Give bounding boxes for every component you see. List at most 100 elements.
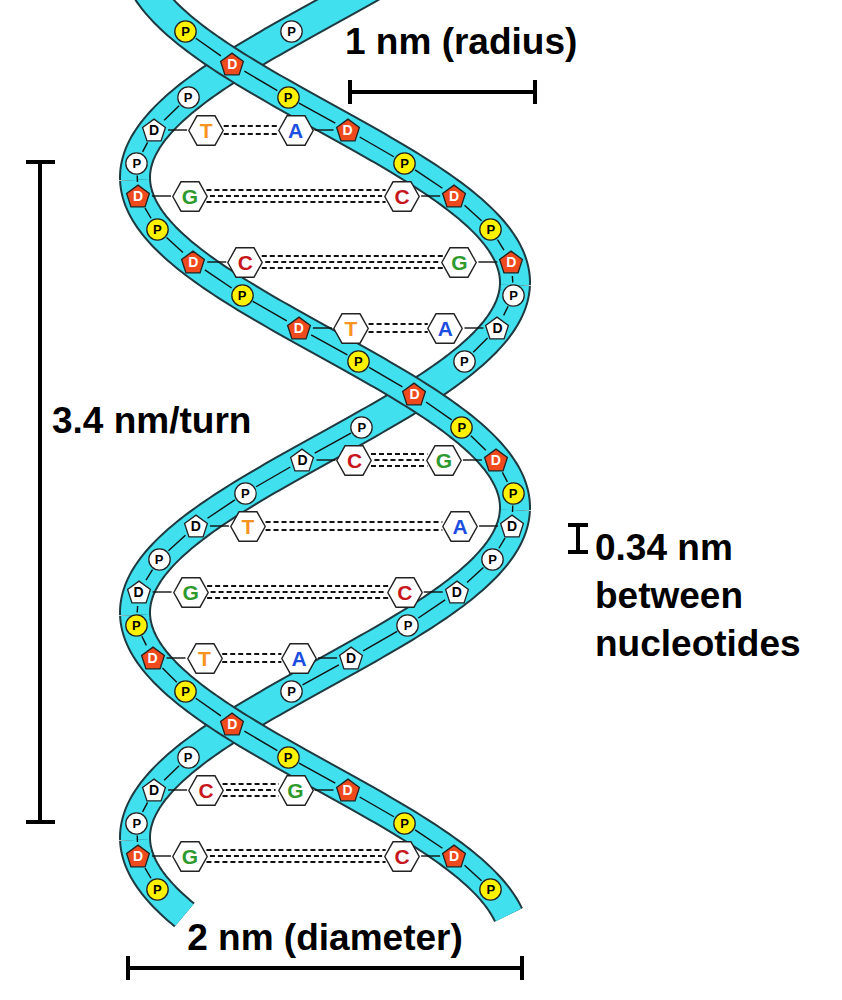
hexagon-outline <box>442 247 476 276</box>
base-letter: T <box>344 318 357 339</box>
dimension-label: 0.34 nm between nucleotides <box>595 524 835 668</box>
base-hexagon: T <box>333 313 369 344</box>
sugar-pentagon: D <box>484 315 510 341</box>
sugar-label: D <box>342 123 352 137</box>
base-link <box>478 261 497 262</box>
base-hexagon: G <box>426 445 462 476</box>
pentagon-outline <box>501 515 524 537</box>
phosphate-label: P <box>400 817 409 830</box>
hexagon-outline <box>187 643 221 672</box>
backbone-bond <box>137 175 139 182</box>
base-letter: G <box>182 846 198 867</box>
base-link <box>152 855 171 856</box>
hexagon-outline <box>173 577 207 606</box>
radius-bar <box>350 80 535 104</box>
hexagon-outline <box>337 445 371 474</box>
hydrogen-bonds <box>222 654 281 662</box>
sugar-pentagon: D <box>126 579 152 605</box>
dimension-label: 3.4 nm/turn <box>52 399 251 443</box>
sugar-pentagon: D <box>498 249 524 275</box>
hydrogen-bonds <box>206 850 385 862</box>
phosphate-label: P <box>287 25 296 38</box>
circle-outline <box>348 350 369 371</box>
ribbon-outline <box>135 615 508 915</box>
base-link <box>168 789 187 790</box>
phosphate-circle: P <box>347 350 370 373</box>
phosphate-label: P <box>460 355 469 368</box>
circle-outline <box>235 482 256 503</box>
base-hexagon: G <box>278 775 314 806</box>
base-link <box>315 129 334 130</box>
base-link <box>316 459 335 460</box>
base-link <box>210 525 229 526</box>
sugar-label: D <box>149 123 159 137</box>
circle-outline <box>231 284 252 305</box>
sugar-pentagon: D <box>180 249 206 275</box>
bracket-tick <box>568 523 588 527</box>
bar-line <box>350 90 535 94</box>
phosphate-label: P <box>358 421 367 434</box>
pentagon-outline <box>443 185 466 207</box>
sugar-pentagon: D <box>499 513 525 539</box>
phosphate-circle: P <box>277 86 300 109</box>
backbone-bond <box>473 338 487 352</box>
backbone-bond <box>253 301 287 321</box>
backbone-bond <box>465 865 482 880</box>
phosphate-label: P <box>153 883 162 896</box>
bar-tick <box>533 80 537 104</box>
circle-outline <box>451 416 472 437</box>
pentagon-outline <box>287 317 310 339</box>
sugar-pentagon: D <box>441 183 467 209</box>
phosphate-label: P <box>181 685 190 698</box>
phosphate-label: P <box>284 91 293 104</box>
phosphate-circle: P <box>453 350 476 373</box>
base-hexagon: C <box>387 577 423 608</box>
phosphate-circle: P <box>125 812 148 835</box>
backbone-bond <box>137 835 139 842</box>
sugar-label: D <box>342 783 352 797</box>
circle-outline <box>175 20 196 41</box>
phosphate-circle: P <box>280 20 303 43</box>
phosphate-label: P <box>287 685 296 698</box>
hexagon-outline <box>228 247 262 276</box>
phosphate-circle: P <box>174 20 197 43</box>
backbone-bond <box>143 142 148 152</box>
hexagon-outline <box>385 181 419 210</box>
phosphate-label: P <box>509 487 518 500</box>
sugar-label: D <box>492 321 502 335</box>
base-hexagon: G <box>441 247 477 278</box>
backbone-bond <box>512 276 514 283</box>
sugar-pentagon: D <box>335 777 361 803</box>
backbone-bond <box>415 170 442 188</box>
phosphate-circle: P <box>177 746 200 769</box>
phosphate-label: P <box>132 619 141 632</box>
backbone-bond <box>256 467 290 487</box>
base-hexagon: A <box>427 313 463 344</box>
backbone-bond <box>146 570 153 580</box>
base-letter: C <box>397 582 412 603</box>
hydrogen-bonds <box>224 126 278 134</box>
bracket-tick <box>26 820 55 824</box>
base-letter: T <box>200 120 213 141</box>
backbone-bond <box>497 240 504 250</box>
phosphate-label: P <box>241 487 250 500</box>
circle-outline <box>502 482 523 503</box>
bar-tick <box>126 956 130 980</box>
base-hexagon: A <box>278 115 314 146</box>
phosphate-circle: P <box>479 878 502 901</box>
phosphate-circle: P <box>231 284 254 307</box>
pentagon-outline <box>336 119 359 141</box>
sugar-pentagon: D <box>444 579 470 605</box>
base-link <box>421 195 440 196</box>
base-letter: G <box>182 582 198 603</box>
bracket-tick <box>568 550 588 554</box>
base-letter: G <box>436 450 452 471</box>
dimension-label: 1 nm (radius) <box>345 20 577 64</box>
phosphate-circle: P <box>174 680 197 703</box>
hydrogen-bonds <box>262 256 443 268</box>
base-link <box>152 195 171 196</box>
hexagon-outline <box>231 511 265 540</box>
bracket-tick <box>26 160 55 164</box>
hexagon-outline <box>385 841 419 870</box>
phosphate-circle: P <box>125 614 148 637</box>
